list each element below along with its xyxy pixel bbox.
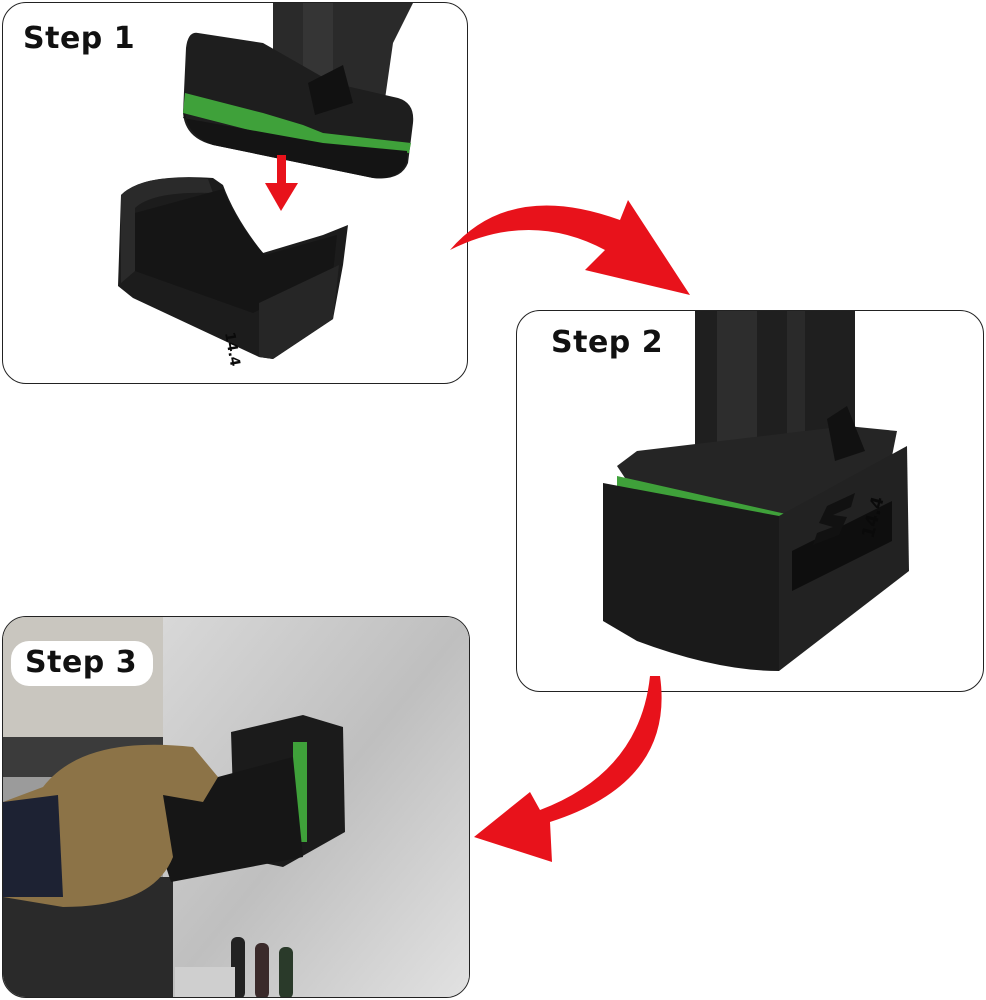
step-3-panel: Step 3 xyxy=(2,616,470,998)
step-3-photo xyxy=(3,617,469,997)
step-2-illustration: 14.4 xyxy=(603,311,909,671)
step-1-illustration: 14.4 xyxy=(118,3,414,368)
curved-arrow-icon xyxy=(450,200,690,295)
step-1-label: Step 1 xyxy=(23,21,136,56)
step-2-label: Step 2 xyxy=(551,325,664,360)
step-1-mark: 14.4 xyxy=(221,331,243,368)
step-1-panel: Step 1 14.4 xyxy=(2,2,468,384)
curved-arrow-icon xyxy=(474,676,662,862)
step-2-panel: Step 2 14.4 xyxy=(516,310,984,692)
step-3-label: Step 3 xyxy=(11,641,154,686)
